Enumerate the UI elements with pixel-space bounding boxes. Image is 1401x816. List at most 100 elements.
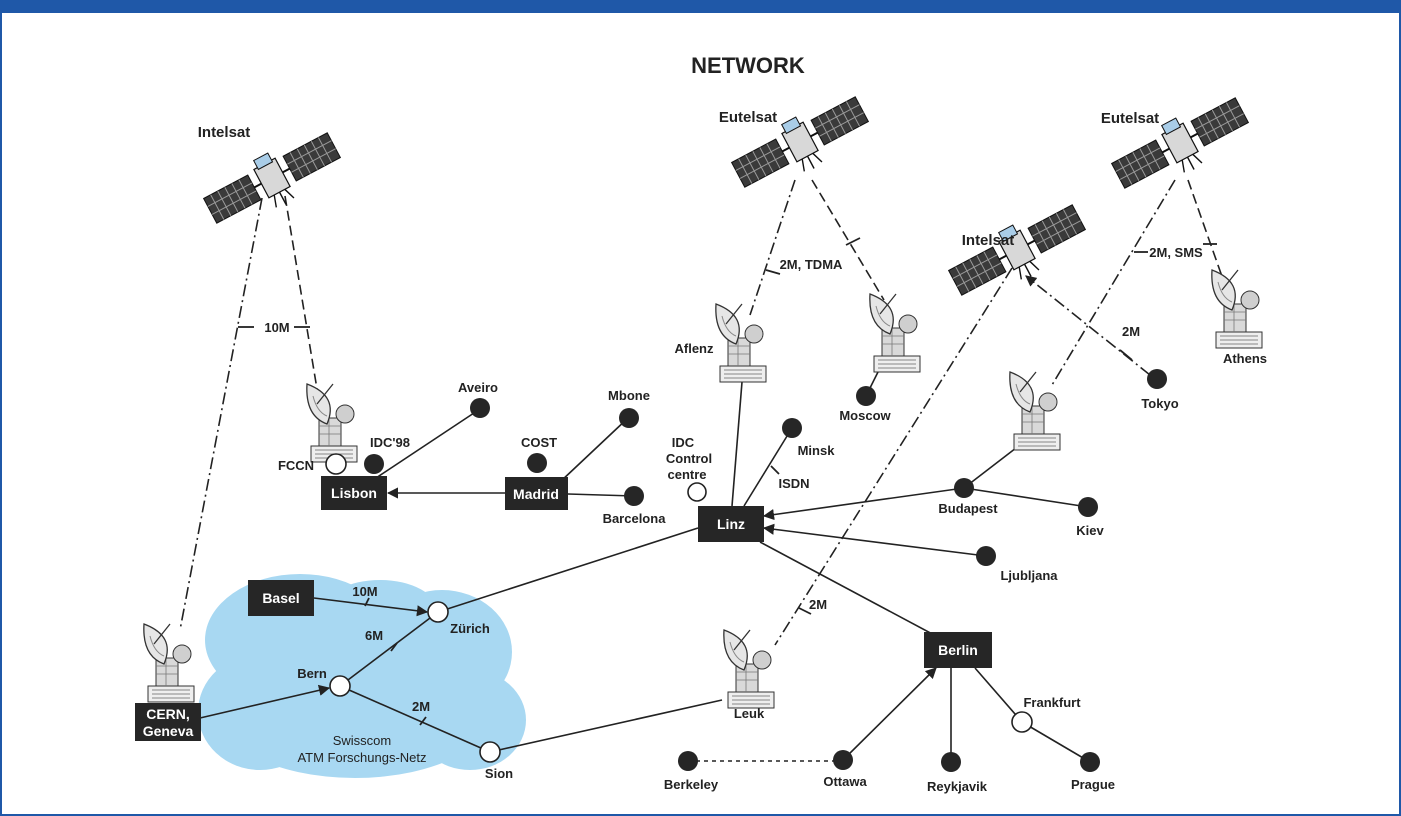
link-budapest-kiev (963, 487, 1089, 508)
link-bern-zurich (339, 611, 439, 687)
hub-cern-label-line2: Geneva (143, 723, 194, 739)
link-budapest-dish (963, 444, 1021, 489)
link-bern-sion (339, 685, 491, 753)
hub-berlin-box (924, 632, 992, 668)
hub-madrid-box (505, 477, 568, 510)
link-lisbon-aveiro (375, 408, 481, 479)
label-fccn: FCCN (278, 458, 314, 473)
link-ticks (238, 237, 1217, 726)
node-minsk (782, 418, 802, 438)
link-basel-zurich (313, 597, 429, 617)
link-berlin-frankfurt (974, 667, 1023, 723)
intelsat-2-satellite-icon (942, 194, 1094, 311)
label-budapest: Budapest (938, 501, 998, 516)
label-minsk: Minsk (798, 443, 836, 458)
label-cost: COST (521, 435, 557, 450)
node-moscow (856, 386, 876, 406)
node-tokyo (1147, 369, 1167, 389)
node-cost (527, 453, 547, 473)
node-prague (1080, 752, 1100, 772)
lisbon-ground-station-icon (306, 383, 358, 463)
ring-nodes (325, 453, 1033, 763)
cloud-label-line1: Swisscom (333, 733, 392, 748)
label-ottawa: Ottawa (823, 774, 867, 789)
node-fccn (325, 453, 347, 475)
hub-basel-box (248, 580, 314, 616)
hub-cern-label-line1: CERN, (146, 706, 190, 722)
link-sion-leuk (489, 699, 723, 753)
link-intelsat-cern (179, 197, 263, 631)
label-reykjavik: Reykjavik (927, 779, 988, 794)
label-idc98: IDC'98 (370, 435, 410, 450)
eutelsat-2-satellite-icon (1105, 87, 1257, 204)
node-aveiro (470, 398, 490, 418)
link-ottawa-berlin (842, 667, 937, 761)
label-idc-line3: centre (667, 467, 706, 482)
cern-ground-station-icon (143, 623, 195, 703)
hub-lisbon-label: Lisbon (331, 485, 377, 501)
label-barcelona: Barcelona (603, 511, 667, 526)
hub-madrid-label: Madrid (513, 486, 559, 502)
node-budapest (954, 478, 974, 498)
link-madrid-barcelona (567, 493, 635, 497)
hub-lisbon-box (321, 476, 387, 510)
link-ljubljana-linz (762, 523, 987, 557)
label-berkeley: Berkeley (664, 777, 719, 792)
filled-nodes (364, 369, 1167, 772)
cloud-label-line2: ATM Forschungs-Netz (297, 750, 426, 765)
link-linz-berlin (759, 541, 937, 637)
node-ljubljana (976, 546, 996, 566)
label-tokyo-link: 2M (1122, 324, 1140, 339)
label-isdn: ISDN (778, 476, 809, 491)
eutelsat-2-label: Eutelsat (1101, 110, 1159, 127)
link-eutelsat2-budapest-dish (1051, 179, 1176, 386)
label-idc-line1: IDC (672, 435, 695, 450)
label-tokyo: Tokyo (1141, 396, 1178, 411)
node-zurich (427, 601, 449, 623)
label-leuk: Leuk (734, 706, 765, 721)
terrestrial-links (199, 371, 1091, 763)
link-eutelsat2-athens (1187, 179, 1226, 286)
link-minsk-linz (743, 427, 793, 507)
node-ottawa (833, 750, 853, 770)
hub-berlin-label: Berlin (938, 642, 978, 658)
link-budapest-linz (762, 487, 965, 521)
athens-ground-station-icon (1211, 269, 1263, 349)
node-idc98 (364, 454, 384, 474)
node-reykjavik (941, 752, 961, 772)
label-basel-link: 10M (352, 584, 377, 599)
link-intelsat-lisbon-dish (284, 195, 319, 396)
label-intelsat-link: 10M (264, 320, 289, 335)
label-bern: Bern (297, 666, 327, 681)
link-cern-bern (199, 684, 331, 719)
moscow-ground-station-icon (869, 293, 921, 373)
link-zurich-linz (437, 527, 699, 613)
hub-basel-label: Basel (262, 590, 299, 606)
label-athens: Athens (1223, 351, 1267, 366)
leuk-ground-station-icon (723, 629, 775, 709)
link-intelsat2-leuk (774, 267, 1013, 646)
node-kiev (1078, 497, 1098, 517)
link-madrid-mbone (559, 417, 629, 483)
label-bern-zurich: 6M (365, 628, 383, 643)
node-bern (329, 675, 351, 697)
label-eutelsat-link: 2M, TDMA (780, 257, 843, 272)
label-kiev: Kiev (1076, 523, 1104, 538)
node-barcelona (624, 486, 644, 506)
label-zurich: Zürich (450, 621, 490, 636)
node-frankfurt (1011, 711, 1033, 733)
diagram-title: NETWORK (691, 53, 805, 78)
aflenz-ground-station-icon (715, 303, 767, 383)
hub-linz-box (698, 506, 764, 542)
frame-border (0, 11, 1401, 816)
label-eutelsat2-link: 2M, SMS (1149, 245, 1203, 260)
top-frame-bar (0, 0, 1401, 12)
label-leuk-link: 2M (809, 597, 827, 612)
label-ljubljana: Ljubljana (1000, 568, 1058, 583)
node-idc-control-centre (687, 482, 707, 502)
label-prague: Prague (1071, 777, 1115, 792)
intelsat-2-label: Intelsat (962, 232, 1015, 249)
node-berkeley (678, 751, 698, 771)
label-aveiro: Aveiro (458, 380, 498, 395)
hub-linz-label: Linz (717, 516, 745, 532)
